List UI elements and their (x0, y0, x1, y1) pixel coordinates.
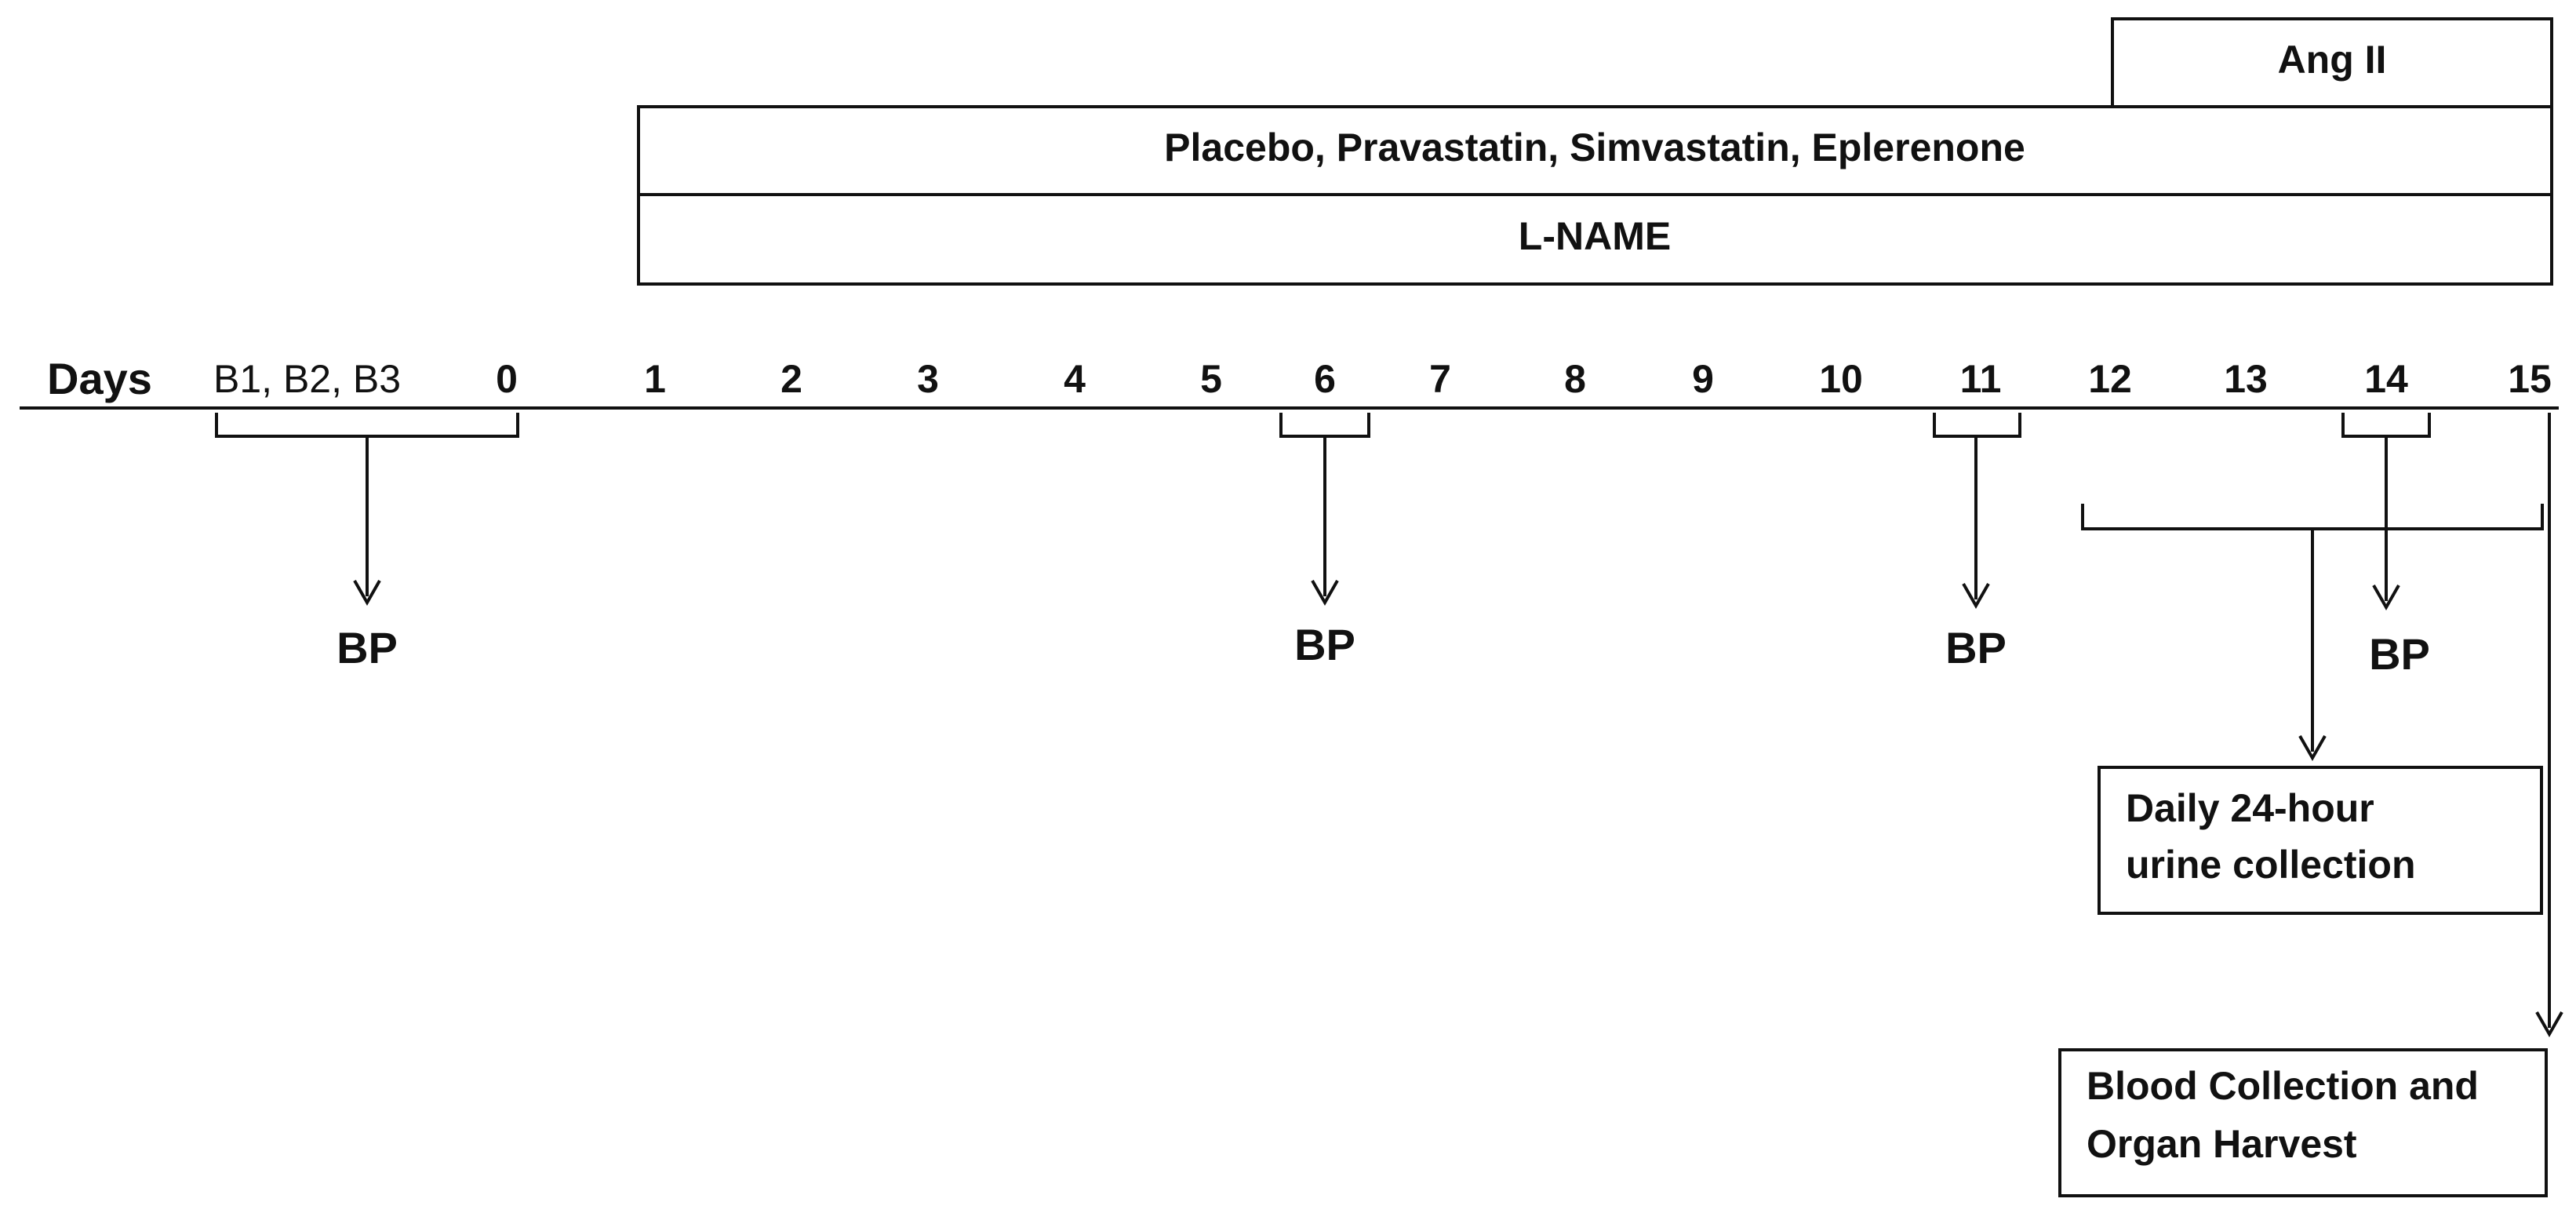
blood-collection-line1: Blood Collection and (2087, 1064, 2479, 1108)
day11-bp-arrowhead (1962, 583, 1990, 610)
days-axis-label: Days (47, 354, 152, 403)
blood-collection-line2: Organ Harvest (2087, 1122, 2357, 1166)
day-label-2: 2 (780, 357, 802, 401)
day-label-8: 8 (1564, 357, 1586, 401)
day-label-4: 4 (1064, 357, 1086, 401)
baseline-bp-arrowhead (353, 580, 381, 607)
day-label-0: 0 (496, 357, 518, 401)
day14-bracket (2341, 413, 2431, 438)
day-label-1: 1 (644, 357, 666, 401)
ang-ii-label: Ang II (2278, 38, 2387, 82)
drug-treatment-label: Placebo, Pravastatin, Simvastatin, Epler… (1164, 126, 2025, 169)
bp-label-day11: BP (1945, 623, 2007, 672)
bp-label-baseline: BP (337, 623, 398, 672)
ang-ii-bar (2111, 17, 2553, 108)
l-name-label: L-NAME (1519, 214, 1671, 258)
day-label-3: 3 (917, 357, 939, 401)
day-label-5: 5 (1200, 357, 1222, 401)
day-label-7: 7 (1429, 357, 1451, 401)
day14-bp-arrowhead (2372, 585, 2400, 611)
harvest-arrowhead (2535, 1011, 2563, 1038)
urine-collection-bracket (2081, 504, 2544, 530)
urine-collection-box (2098, 766, 2543, 915)
day-label-12: 12 (2088, 357, 2132, 401)
day-label-6: 6 (1314, 357, 1336, 401)
day6-bracket (1279, 413, 1370, 438)
urine-collection-line2: urine collection (2126, 843, 2416, 887)
day6-bp-arrowhead (1311, 580, 1339, 607)
urine-collection-line1: Daily 24-hour (2126, 786, 2374, 830)
day-label-14: 14 (2364, 357, 2408, 401)
blood-collection-box (2058, 1048, 2548, 1197)
day-label-9: 9 (1692, 357, 1714, 401)
day-label-10: 10 (1819, 357, 1863, 401)
drug-treatment-bar (637, 105, 2553, 196)
l-name-bar (637, 193, 2553, 286)
day11-bracket (1933, 413, 2021, 438)
urine-collection-arrowhead (2298, 735, 2327, 762)
day-label-15: 15 (2508, 357, 2552, 401)
baseline-bracket (215, 413, 519, 438)
day-label-11: 11 (1960, 357, 2002, 401)
day-label-13: 13 (2224, 357, 2268, 401)
bp-label-day14: BP (2369, 629, 2430, 679)
baseline-days-label: B1, B2, B3 (213, 357, 401, 401)
bp-label-day6: BP (1294, 620, 1355, 669)
